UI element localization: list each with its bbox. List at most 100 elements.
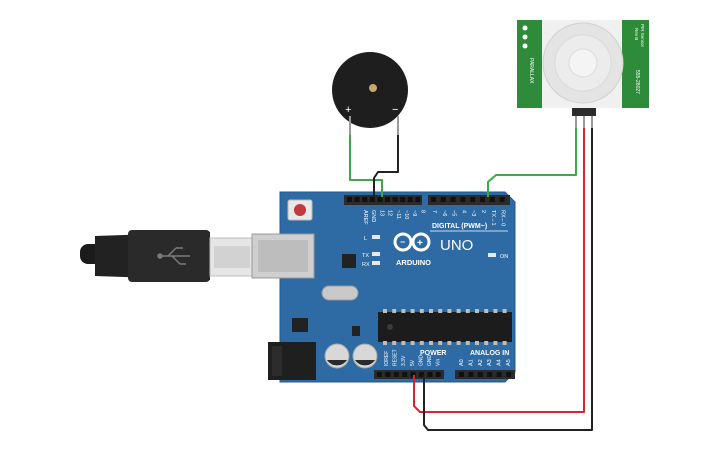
power-header <box>374 370 444 379</box>
digital-pin-label: 12 <box>387 210 393 216</box>
power-pin-hole[interactable] <box>419 372 424 377</box>
chip-pin <box>419 341 424 345</box>
bottom-pin-holes <box>377 372 511 377</box>
digital-pin-hole[interactable] <box>354 197 360 202</box>
chip-pin <box>493 309 498 313</box>
power-pin-hole[interactable] <box>427 372 433 377</box>
digital-pin-hole[interactable] <box>440 197 446 202</box>
digital-pin-hole[interactable] <box>347 197 352 202</box>
chip-pin <box>475 341 479 345</box>
power-pin-label: 5V <box>410 359 416 366</box>
led-tx <box>372 252 380 256</box>
chip-pin <box>410 309 415 313</box>
power-pin-hole[interactable] <box>385 372 391 377</box>
logo-minus: − <box>400 237 405 247</box>
arduino-logo-icon <box>393 232 431 252</box>
digital-header-left <box>344 195 422 205</box>
analog-header <box>455 370 515 379</box>
digital-pin-label: 4 <box>460 210 466 213</box>
power-pin-hole[interactable] <box>393 372 399 377</box>
pir-top-right-1: PIR Sensor <box>640 24 645 48</box>
digital-pin-label: AREF <box>362 210 368 225</box>
atmega-chip-pins <box>383 309 507 345</box>
crystal-oscillator <box>321 285 359 301</box>
board-model: UNO <box>440 237 473 254</box>
wire-buzzer-minus-to-gnd[interactable] <box>373 135 399 197</box>
chip-pin <box>401 341 406 345</box>
power-pin-hole[interactable] <box>435 372 441 377</box>
analog-pin-hole[interactable] <box>468 372 474 377</box>
pir-pad-2 <box>522 34 528 40</box>
digital-pin-hole[interactable] <box>400 197 406 202</box>
chip-pin <box>484 309 489 313</box>
power-pin-label: Vin <box>436 359 442 366</box>
chip-pin <box>465 341 470 345</box>
chip-pin <box>447 309 452 313</box>
chip-pin <box>438 309 443 313</box>
digital-pin-hole[interactable] <box>450 197 456 202</box>
buzzer-minus-label: − <box>392 104 398 116</box>
pir-sensor[interactable]: PARALLAX 555-28027 PIR Sensor Rev B <box>517 20 649 128</box>
analog-pin-label: A3 <box>487 359 493 366</box>
capacitor-2-band <box>355 360 375 366</box>
digital-pin-hole[interactable] <box>377 197 383 202</box>
pir-right-text: 555-28027 <box>634 70 640 94</box>
digital-pin-hole[interactable] <box>392 197 398 202</box>
digital-header-label: DIGITAL (PWM~) <box>432 223 487 230</box>
wires[interactable] <box>349 128 593 431</box>
chip-pin <box>456 341 461 345</box>
wire-pir-vcc-to-5v[interactable] <box>413 128 585 413</box>
digital-pin-hole[interactable] <box>362 197 368 202</box>
digital-pin-label: ~3 <box>470 210 476 216</box>
digital-pin-hole[interactable] <box>407 197 413 202</box>
digital-pin-hole[interactable] <box>385 197 390 202</box>
power-pin-hole[interactable] <box>402 372 408 377</box>
digital-pin-hole[interactable] <box>489 197 495 202</box>
wire-buzzer-plus-to-pin12[interactable] <box>349 135 383 197</box>
chip-pin <box>401 309 406 313</box>
power-pin-hole[interactable] <box>377 372 382 377</box>
wire-pir-gnd-to-gnd[interactable] <box>423 128 593 431</box>
analog-pin-label: A4 <box>497 359 503 366</box>
led-rx-label: RX <box>362 262 370 268</box>
pir-pad-3 <box>522 43 528 49</box>
chip-pin <box>484 341 489 345</box>
digital-pin-label: ~11 <box>395 210 401 219</box>
pir-left-text: PARALLAX <box>528 58 534 84</box>
digital-pin-label: 8 <box>419 210 425 213</box>
digital-pin-hole[interactable] <box>460 197 466 202</box>
analog-pin-hole[interactable] <box>487 372 493 377</box>
chip-pin <box>456 309 461 313</box>
usb-cable[interactable] <box>80 230 256 282</box>
reset-button-cap[interactable] <box>294 204 306 216</box>
digital-pin-label: 7 <box>431 210 437 213</box>
buzzer-plus-label: + <box>345 104 351 116</box>
chip-pin <box>502 341 507 345</box>
chip-pin <box>447 341 452 345</box>
power-pin-hole[interactable] <box>410 372 416 377</box>
digital-pin-hole[interactable] <box>415 197 421 202</box>
analog-pin-hole[interactable] <box>459 372 464 377</box>
led-on <box>488 253 496 257</box>
analog-pin-hole[interactable] <box>506 372 511 377</box>
analog-pin-hole[interactable] <box>477 372 483 377</box>
led-rx <box>372 261 380 265</box>
digital-pin-hole[interactable] <box>431 197 436 202</box>
analog-pin-label: A1 <box>468 359 474 366</box>
usb-b-socket-inner <box>258 240 308 272</box>
wire-pir-out-to-pin2[interactable] <box>487 128 577 197</box>
logo-plus: + <box>417 238 423 249</box>
chip-pin <box>493 341 498 345</box>
digital-pin-hole[interactable] <box>480 197 485 202</box>
digital-pin-hole[interactable] <box>499 197 505 202</box>
digital-pin-label: 13 <box>378 210 384 216</box>
analog-pin-hole[interactable] <box>496 372 502 377</box>
digital-pin-hole[interactable] <box>470 197 476 202</box>
led-l-label: L <box>364 236 367 242</box>
piezo-buzzer[interactable]: + − <box>332 52 408 135</box>
digital-pin-hole[interactable] <box>369 197 375 202</box>
